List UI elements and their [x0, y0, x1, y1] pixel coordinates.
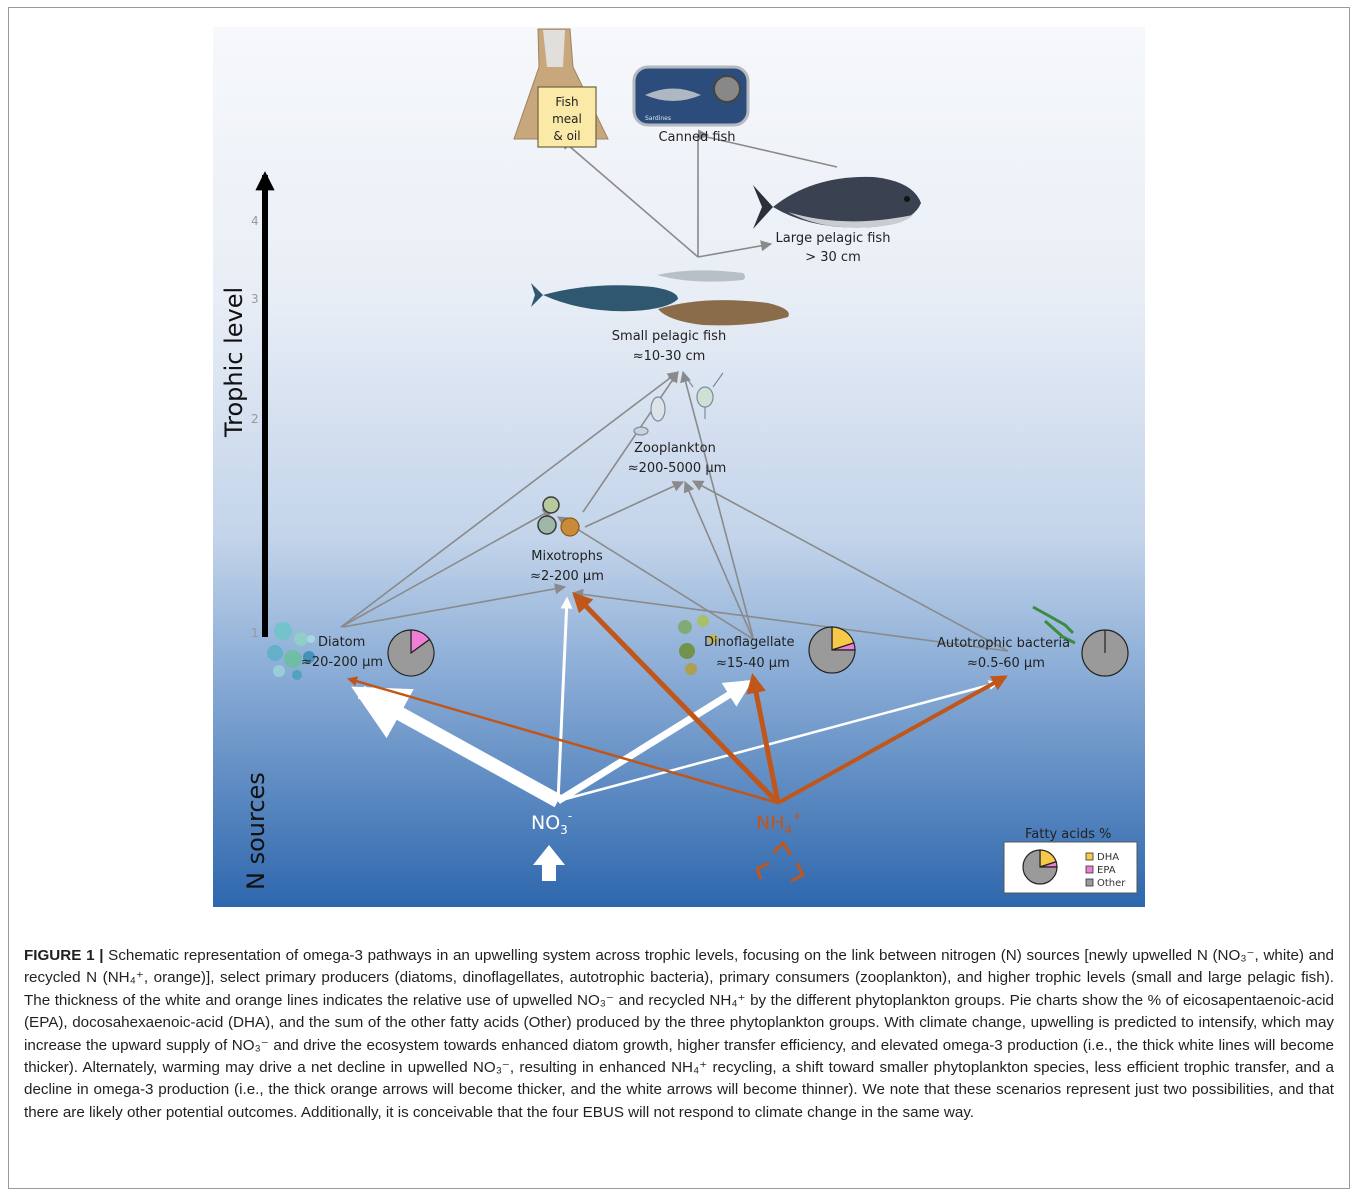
- tuna-icon: [753, 176, 921, 229]
- small-fish-name: Small pelagic fish: [612, 329, 726, 344]
- fishmeal-bag-icon: Fish meal & oil: [513, 28, 609, 148]
- pie-slice-other: [808, 626, 856, 674]
- diatom-icon: [267, 622, 315, 680]
- pie-slice-other: [387, 629, 435, 677]
- trophic-level-label: Trophic level: [220, 287, 248, 438]
- diatom-fatty-acid-pie: [387, 629, 435, 677]
- fishmeal-label-1: Fish: [555, 95, 578, 109]
- legend-title: Fatty acids %: [1025, 827, 1112, 842]
- zooplankton-icon: [633, 372, 724, 436]
- upwelling-arrow-icon: [533, 845, 565, 881]
- legend-item-epa: EPA: [1097, 865, 1116, 876]
- legend-item-other: Other: [1097, 878, 1126, 889]
- tick-4: 4: [251, 214, 259, 228]
- diatom-size: ≈20-200 µm: [301, 655, 383, 670]
- tick-2: 2: [251, 412, 259, 426]
- fatty-acids-legend: Fatty acids % DHA EPA Other: [1003, 827, 1138, 894]
- pie-slice-other: [1022, 849, 1058, 885]
- bacteria-size: ≈0.5-60 µm: [967, 656, 1045, 671]
- mixotrophs-icon: [537, 496, 580, 537]
- small-fish-size: ≈10-30 cm: [633, 349, 706, 364]
- canned-fish-icon: Sardines: [632, 65, 750, 127]
- mixotrophs-size: ≈2-200 µm: [530, 569, 604, 584]
- caption-text: Schematic representation of omega-3 path…: [24, 947, 1335, 1121]
- no3-arrows: [351, 596, 999, 808]
- large-fish-name: Large pelagic fish: [776, 231, 891, 246]
- dinoflagellate-name: Dinoflagellate: [704, 635, 795, 650]
- legend-swatch-epa: [1085, 865, 1094, 874]
- no3-label: NO3-: [531, 809, 572, 837]
- diatom-name: Diatom: [318, 635, 365, 650]
- nh4-label: NH4+: [756, 809, 802, 837]
- dinoflagellate-size: ≈15-40 µm: [716, 656, 790, 671]
- dinoflagellate-fatty-acid-pie: [808, 626, 856, 674]
- legend-swatch-dha: [1085, 852, 1094, 861]
- food-web-arrows: [340, 129, 1009, 652]
- canned-fish-label: Canned fish: [658, 130, 735, 145]
- bacteria-icon: [1032, 605, 1076, 645]
- large-fish-size: > 30 cm: [805, 250, 861, 265]
- n-sources-label: N sources: [242, 772, 270, 890]
- small-fish-icon: [531, 270, 789, 326]
- legend-pie: [1022, 849, 1058, 885]
- can-brand-label: Sardines: [645, 115, 671, 122]
- legend-swatch-other: [1085, 878, 1094, 887]
- caption-label: FIGURE 1 |: [24, 947, 104, 964]
- fishmeal-label-2: meal: [552, 112, 582, 126]
- nh4-arrows: [347, 592, 1008, 805]
- bacteria-name: Autotrophic bacteria: [937, 636, 1070, 651]
- zooplankton-size: ≈200-5000 µm: [628, 461, 727, 476]
- fishmeal-label-3: & oil: [553, 129, 580, 143]
- dinoflagellate-icon: [678, 615, 718, 675]
- tick-3: 3: [251, 292, 259, 306]
- figure-schematic: 1 2 3 4 Trophic level N sources: [213, 27, 1145, 907]
- legend-item-dha: DHA: [1097, 852, 1119, 863]
- mixotrophs-name: Mixotrophs: [531, 549, 603, 564]
- figure-background: [213, 27, 1145, 907]
- recycle-icon: [755, 841, 805, 883]
- zooplankton-name: Zooplankton: [634, 441, 716, 456]
- tick-1: 1: [251, 626, 259, 640]
- figure-caption: FIGURE 1 | Schematic representation of o…: [24, 945, 1334, 1124]
- bacteria-fatty-acid-pie: [1081, 629, 1129, 677]
